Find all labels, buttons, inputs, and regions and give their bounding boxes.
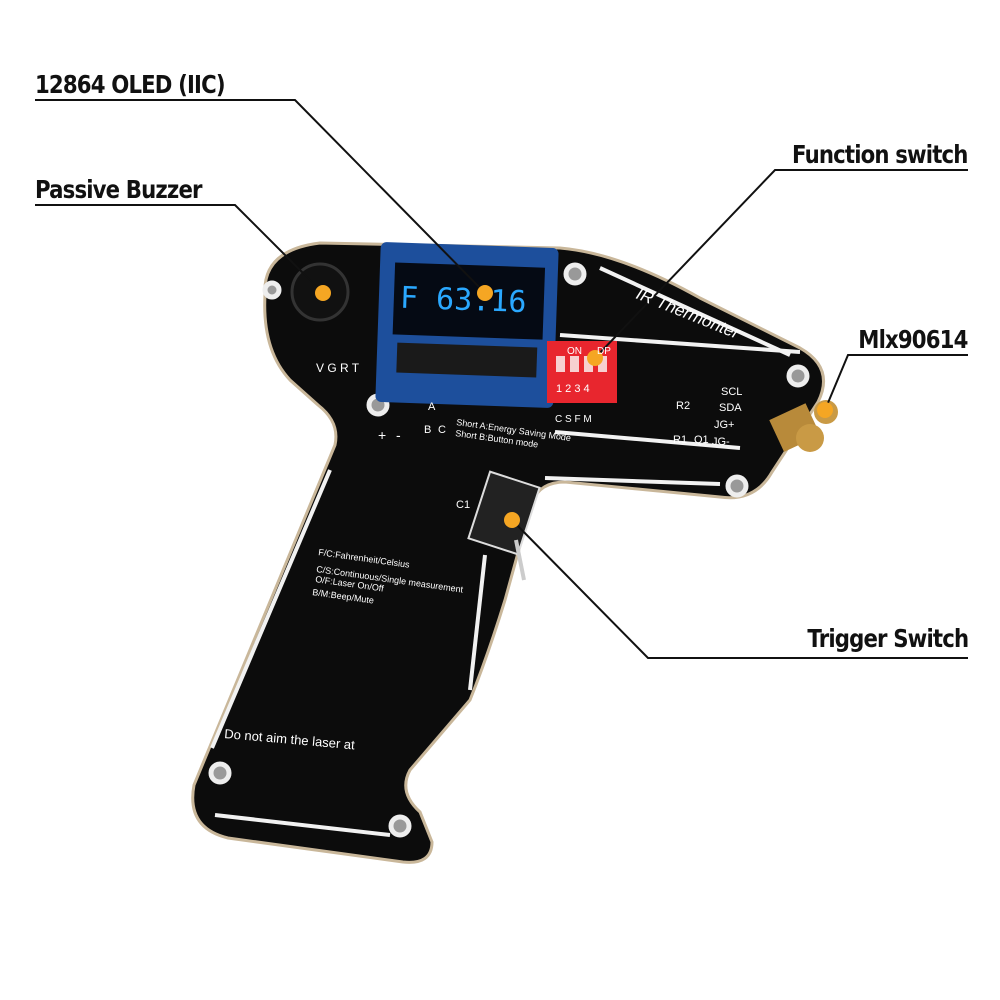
svg-text:JG-: JG- [712, 436, 730, 448]
sensor-pin-labels: SCL SDA R2 JG+ R1 Q1 JG- A B C + - C1 [378, 386, 742, 511]
dip-numbers: 1 2 3 4 [556, 383, 590, 395]
callout-oled: 12864 OLED (IIC) [35, 70, 226, 99]
svg-text:JG+: JG+ [714, 419, 734, 431]
callout-sensor: Mlx90614 [858, 325, 969, 354]
svg-text:C1: C1 [456, 499, 470, 511]
pcb-board [191, 241, 826, 864]
oled-reading: F 63.16 [399, 281, 527, 320]
svg-text:SCL: SCL [721, 386, 742, 398]
dip-functions: C S F M [555, 414, 592, 425]
pin-header-label: V G R T [316, 361, 360, 375]
svg-text:R1: R1 [673, 434, 687, 446]
trigger-switch [467, 470, 541, 556]
callout-function-switch: Function switch [792, 140, 968, 169]
mounting-holes [208, 262, 810, 838]
dip-dp-label: DP [597, 346, 611, 357]
leader-lines [35, 99, 968, 659]
svg-text:R2: R2 [676, 400, 690, 412]
dip-on-label: ON [567, 346, 582, 357]
callout-buzzer: Passive Buzzer [35, 175, 202, 204]
svg-text:Q1: Q1 [694, 434, 709, 446]
oled-screen [392, 262, 546, 340]
svg-text:-: - [396, 427, 401, 443]
callout-markers [315, 285, 833, 528]
svg-text:B: B [424, 424, 431, 436]
callout-trigger: Trigger Switch [807, 624, 969, 653]
svg-text:+: + [378, 427, 386, 443]
svg-text:A: A [428, 401, 436, 413]
svg-text:C: C [438, 424, 446, 436]
svg-text:SDA: SDA [719, 402, 742, 414]
